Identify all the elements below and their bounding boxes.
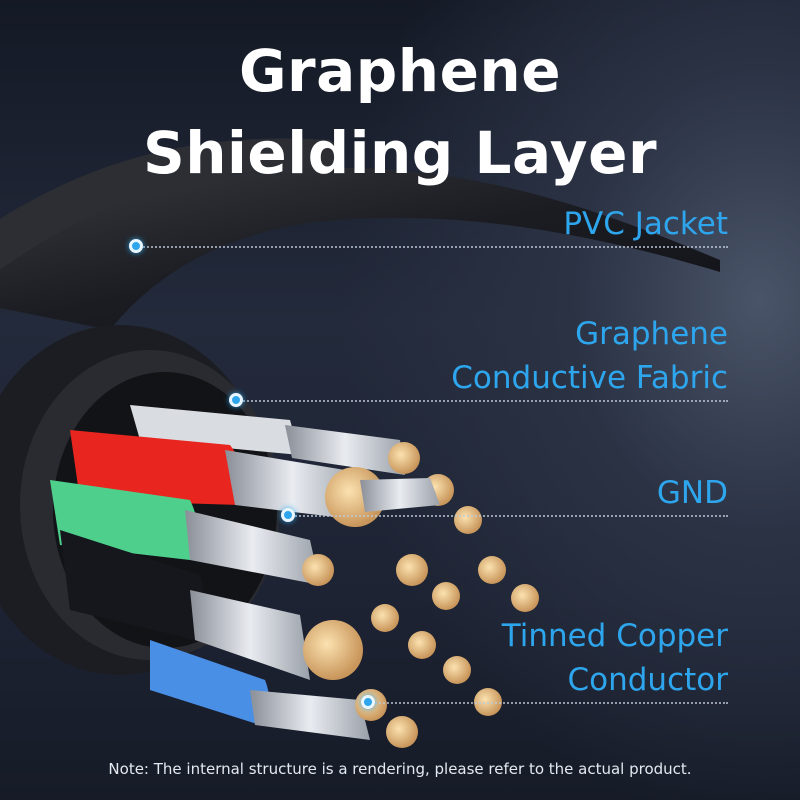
callout-label-fabric-line-1: Graphene <box>575 316 728 352</box>
pvc-jacket-shape <box>0 167 720 330</box>
callout-label-gnd: GND <box>656 475 728 511</box>
callout-label-fabric-line-2: Conductive Fabric <box>451 360 728 396</box>
disclaimer-note: Note: The internal structure is a render… <box>108 760 692 778</box>
callout-dot-fabric <box>229 393 243 407</box>
callout-dot-gnd <box>281 508 295 522</box>
callout-leader-fabric <box>236 400 728 402</box>
callout-label-conductor-line-1: Tinned Copper <box>501 618 728 654</box>
blue-wire <box>150 640 502 748</box>
callout-leader-conductor <box>368 702 728 704</box>
title-line-1: Graphene <box>238 37 562 105</box>
callout-leader-pvc <box>136 246 728 248</box>
callout-leader-gnd <box>288 515 728 517</box>
callout-label-conductor-line-2: Conductor <box>567 662 729 698</box>
callout-dot-pvc <box>129 239 143 253</box>
red-wire <box>70 430 454 527</box>
black-wire <box>60 530 539 684</box>
callout-label-pvc-jacket: PVC Jacket <box>563 206 728 242</box>
title-line-2: Shielding Layer <box>142 119 658 187</box>
callout-dot-conductor <box>361 695 375 709</box>
